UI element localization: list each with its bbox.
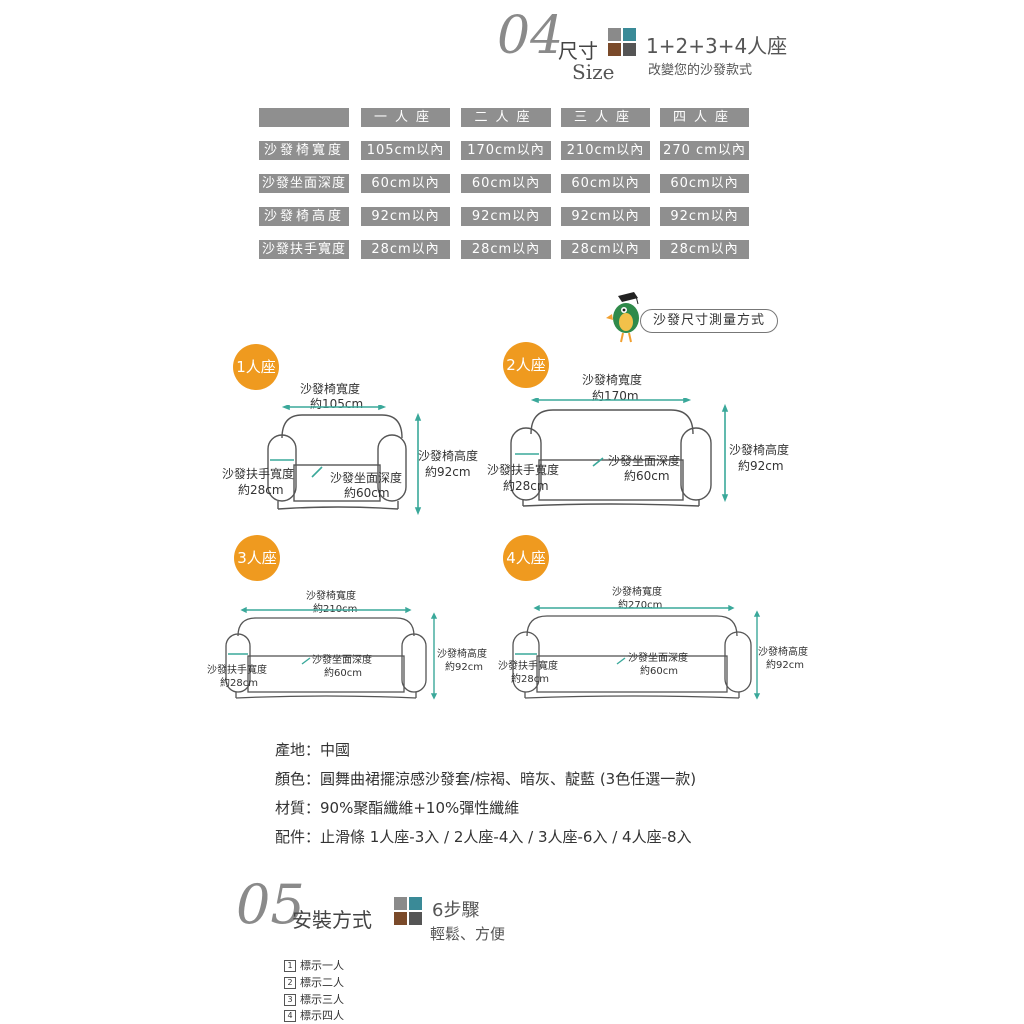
height-value: 約92cm (425, 465, 471, 479)
table-cell: 105cm以內 (361, 141, 450, 160)
square-gray (394, 897, 407, 910)
square-teal (409, 897, 422, 910)
legend-number: 1 (284, 960, 296, 972)
legend-item: 2 標示二人 (284, 974, 344, 990)
depth-value: 約60cm (344, 486, 390, 500)
table-cell: 92cm以內 (660, 207, 749, 226)
table-cell: 60cm以內 (361, 174, 450, 193)
table-row-header: 沙發扶手寬度 (259, 240, 349, 259)
section-05-headline: 6步驟 (432, 900, 480, 921)
table-cell: 270 cm以內 (660, 141, 749, 160)
legend-item: 4 標示四人 (284, 1007, 344, 1023)
spec-accessories: 配件：止滑條 1人座-3入 / 2人座-4入 / 3人座-6入 / 4人座-8入 (275, 828, 692, 846)
table-corner (259, 108, 349, 127)
width-label: 沙發椅寬度 (582, 373, 643, 387)
legend-item: 3 標示三人 (284, 991, 344, 1007)
table-cell: 28cm以內 (361, 240, 450, 259)
legend-number: 2 (284, 977, 296, 989)
seat-badge-4: 4人座 (503, 535, 549, 581)
arm-label: 沙發扶手寬度 (222, 467, 295, 481)
table-cell: 170cm以內 (461, 141, 551, 160)
section-04-subline: 改變您的沙發款式 (648, 63, 753, 78)
section-05-title: 安裝方式 (292, 908, 372, 932)
depth-value: 約60cm (624, 469, 670, 483)
height-label: 沙發椅高度 (758, 647, 808, 658)
height-label: 沙發椅高度 (437, 649, 487, 660)
seat-badge-1: 1人座 (233, 344, 279, 390)
table-cell: 60cm以內 (660, 174, 749, 193)
square-gray (608, 28, 621, 41)
depth-label: 沙發坐面深度 (628, 653, 688, 664)
legend-number: 4 (284, 1010, 296, 1022)
table-cell: 28cm以內 (561, 240, 650, 259)
width-label: 沙發椅寬度 (612, 587, 662, 598)
table-cell: 92cm以內 (461, 207, 551, 226)
section-05-subline: 輕鬆、方便 (430, 925, 506, 943)
table-cell: 60cm以內 (561, 174, 650, 193)
height-value: 約92cm (766, 660, 804, 671)
depth-label: 沙發坐面深度 (608, 454, 681, 468)
table-cell: 92cm以內 (361, 207, 450, 226)
square-teal (623, 28, 636, 41)
sofa-diagram-4 (512, 604, 761, 700)
bird-mascot-icon (606, 292, 639, 343)
height-value: 約92cm (738, 459, 784, 473)
square-brown (608, 43, 621, 56)
section-05-number: 05 (236, 873, 305, 936)
sofa-diagram-3 (225, 606, 438, 700)
table-cell: 28cm以內 (660, 240, 749, 259)
spec-material: 材質：90%聚酯纖維+10%彈性纖維 (275, 799, 520, 817)
table-cell: 28cm以內 (461, 240, 551, 259)
depth-value: 約60cm (640, 666, 678, 677)
width-label: 沙發椅寬度 (306, 591, 356, 602)
square-dark (409, 912, 422, 925)
legend-text: 標示一人 (300, 959, 344, 972)
square-brown (394, 912, 407, 925)
arm-value: 約28cm (238, 483, 284, 497)
arm-value: 約28cm (511, 674, 549, 685)
table-col-header: 二人座 (461, 108, 551, 127)
depth-label: 沙發坐面深度 (330, 471, 403, 485)
arm-label: 沙發扶手寬度 (498, 661, 558, 672)
seat-badge-3: 3人座 (234, 535, 280, 581)
sofa-diagram-2 (510, 398, 729, 507)
table-cell: 210cm以內 (561, 141, 650, 160)
height-label: 沙發椅高度 (418, 449, 479, 463)
table-cell: 60cm以內 (461, 174, 551, 193)
measure-method-link[interactable]: 沙發尺寸測量方式 (640, 309, 779, 333)
depth-value: 約60cm (324, 668, 362, 679)
width-label: 沙發椅寬度 (300, 382, 361, 396)
table-col-header: 三人座 (561, 108, 650, 127)
arm-value: 約28cm (503, 479, 549, 493)
arm-value: 約28cm (220, 678, 258, 689)
table-col-header: 一人座 (361, 108, 450, 127)
height-value: 約92cm (445, 662, 483, 673)
height-label: 沙發椅高度 (729, 443, 790, 457)
width-value: 約270cm (618, 600, 663, 611)
table-row-header: 沙發椅高度 (259, 207, 349, 226)
legend-number: 3 (284, 994, 296, 1006)
depth-label: 沙發坐面深度 (312, 655, 372, 666)
seat-badge-2: 2人座 (503, 342, 549, 388)
table-row-header: 沙發椅寬度 (259, 141, 349, 160)
section-04-number: 04 (497, 6, 564, 66)
legend-text: 標示三人 (300, 993, 344, 1006)
legend-text: 標示二人 (300, 976, 344, 989)
spec-color: 顏色：圓舞曲裙擺涼感沙發套/棕褐、暗灰、靛藍 (3色任選一款) (275, 770, 697, 788)
table-row-header: 沙發坐面深度 (259, 174, 349, 193)
legend-text: 標示四人 (300, 1009, 344, 1022)
arm-label: 沙發扶手寬度 (487, 463, 560, 477)
table-cell: 92cm以內 (561, 207, 650, 226)
section-04-title-en: Size (572, 60, 615, 84)
section-04-title: 尺寸 (558, 39, 598, 63)
section-04-headline: 1+2+3+4人座 (646, 34, 788, 58)
arm-label: 沙發扶手寬度 (207, 665, 267, 676)
square-dark (623, 43, 636, 56)
spec-origin: 產地：中國 (275, 741, 351, 759)
sofa-diagram-1 (267, 405, 422, 516)
legend-item: 1 標示一人 (284, 957, 344, 973)
table-col-header: 四人座 (660, 108, 749, 127)
